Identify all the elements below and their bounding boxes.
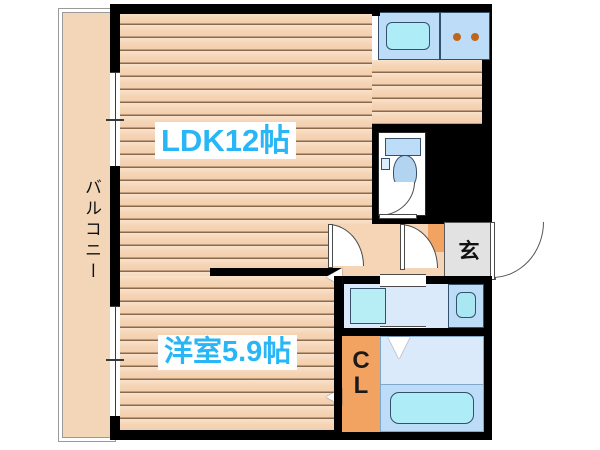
room-closet	[342, 336, 380, 432]
toilet-door-leaf[interactable]	[379, 214, 417, 219]
wall-ldk-bedroom-divider	[210, 268, 342, 276]
kitchen-sink	[386, 22, 430, 50]
stove-burner-right	[471, 33, 479, 41]
closet-label: C L	[342, 348, 380, 418]
wall-top	[110, 4, 492, 14]
window-tick-lower	[106, 359, 124, 361]
closet-label-line2: L	[353, 372, 369, 400]
closet-label-line1: C	[352, 347, 370, 374]
washing-machine	[350, 288, 386, 324]
ldk-label: LDK12帖	[155, 122, 297, 159]
wall-left-mid	[110, 166, 120, 306]
toilet-tank	[385, 138, 421, 156]
wall-kitchen-left	[372, 4, 380, 16]
wall-bath-top	[344, 328, 484, 336]
bedroom-label: 洋室5.9帖	[158, 335, 298, 370]
toilet-lever	[381, 158, 390, 170]
window-tick-upper	[106, 119, 124, 121]
front-door-swing[interactable]	[492, 222, 544, 278]
bath-door-indicator[interactable]	[388, 337, 410, 359]
kitchen-stove-counter	[440, 12, 490, 60]
washroom-door-opening-top[interactable]	[380, 274, 426, 287]
wall-bedroom-right	[334, 276, 342, 436]
stove-burner-left	[453, 33, 461, 41]
vanity-basin	[456, 292, 476, 318]
kitchen-floor-right	[372, 60, 490, 124]
window-bedroom	[110, 306, 120, 418]
wall-left-top	[110, 4, 120, 72]
wall-bottom	[110, 430, 492, 440]
ldk-door-leaf-left[interactable]	[328, 224, 333, 268]
balcony-label: バルコニー	[82, 177, 101, 283]
front-door-leaf[interactable]	[490, 222, 495, 280]
entrance-label: 玄	[458, 240, 480, 263]
room-balcony	[62, 12, 112, 438]
wall-left-bottom	[110, 416, 120, 440]
bathtub	[390, 392, 474, 424]
hallway-door-leaf[interactable]	[400, 224, 405, 270]
